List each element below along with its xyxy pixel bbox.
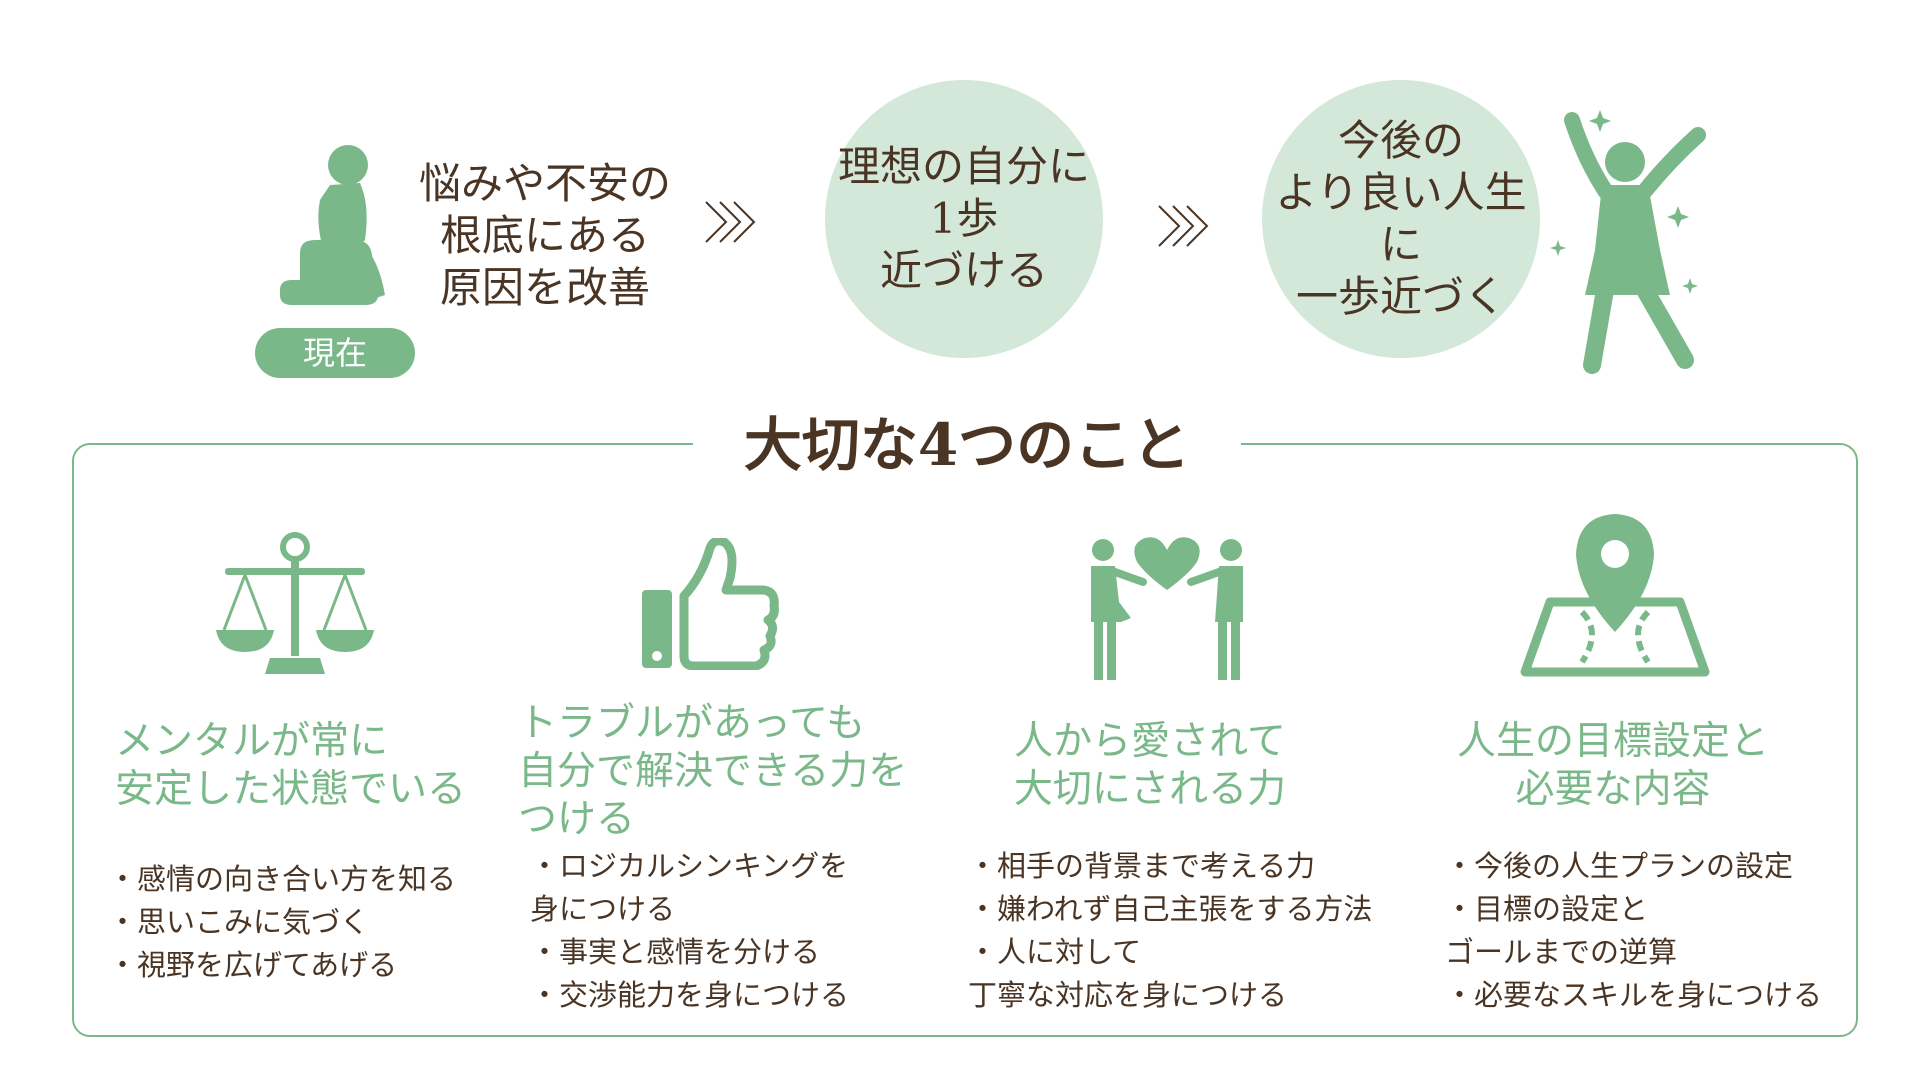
step2-circle: 理想の自分に 1歩 近づける <box>825 80 1103 358</box>
chevron-right-icon <box>1158 205 1209 247</box>
column3-list: ・相手の背景まで考える力 ・嫌われず自己主張をする方法 ・人に対して 丁寧な対応… <box>968 845 1373 1017</box>
thumbs-up-icon <box>642 538 779 670</box>
list-item: ・相手の背景まで考える力 <box>968 849 1316 883</box>
kneeling-person-icon <box>280 145 385 305</box>
column3-title: 人から愛されて 大切にされる力 <box>990 718 1310 814</box>
map-pin-icon <box>1520 514 1710 677</box>
list-item: ・感情の向き合い方を知る <box>108 862 457 896</box>
list-item: ・ロジカルシンキングを <box>530 849 849 883</box>
list-item: 丁寧な対応を身につける <box>968 978 1288 1012</box>
column-title-line: 人生の目標設定と <box>1456 719 1769 764</box>
step2-line: 近づける <box>879 246 1048 295</box>
column4-title: 人生の目標設定と 必要な内容 <box>1448 718 1778 814</box>
list-item: ・人に対して <box>968 935 1142 969</box>
list-item: ・思いこみに気づく <box>108 905 370 939</box>
current-badge: 現在 <box>255 328 415 378</box>
scale-icon <box>216 532 374 674</box>
column-title-line: 人から愛されて <box>1014 719 1286 764</box>
column2-title: トラブルがあっても 自分で解決できる力を つける <box>518 700 907 844</box>
column-title-line: トラブルがあっても <box>518 701 866 746</box>
step1-line: 悩みや不安の <box>418 159 671 208</box>
step3-line: 今後の <box>1337 116 1464 165</box>
chevron-right-icon <box>705 201 756 243</box>
step2-line: 1歩 <box>929 194 999 243</box>
list-item: ・交渉能力を身につける <box>530 978 850 1012</box>
list-item: ・嫌われず自己主張をする方法 <box>968 892 1373 926</box>
column-title-line: 必要な内容 <box>1515 767 1711 812</box>
list-item: ゴールまでの逆算 <box>1445 935 1678 969</box>
column1-title: メンタルが常に 安定した状態でいる <box>115 718 466 814</box>
column-title-line: 大切にされる力 <box>1013 767 1287 812</box>
column1-list: ・感情の向き合い方を知る ・思いこみに気づく ・視野を広げてあげる <box>108 858 456 987</box>
step1-text: 悩みや不安の 根底にある 原因を改善 <box>410 158 680 314</box>
column-title-line: つける <box>518 797 636 842</box>
list-item: ・事実と感情を分ける <box>530 935 821 969</box>
column2-list: ・ロジカルシンキングを 身につける ・事実と感情を分ける ・交渉能力を身につける <box>530 845 849 1017</box>
step3-line: 一歩近づく <box>1295 272 1506 321</box>
section-title: 大切な4つのこと <box>693 405 1241 485</box>
step3-line: より良い人生に <box>1275 168 1527 269</box>
step2-line: 理想の自分に <box>837 142 1090 191</box>
list-item: ・視野を広げてあげる <box>108 948 398 982</box>
list-item: ・今後の人生プランの設定 <box>1445 849 1794 883</box>
step1-line: 原因を改善 <box>439 263 650 312</box>
step3-circle: 今後の より良い人生に 一歩近づく <box>1262 80 1540 358</box>
column4-list: ・今後の人生プランの設定 ・目標の設定と ゴールまでの逆算 ・必要なスキルを身に… <box>1445 845 1822 1017</box>
step1-line: 根底にある <box>439 211 650 260</box>
column-title-line: 自分で解決できる力を <box>518 749 908 794</box>
celebrating-person-icon <box>1550 110 1706 374</box>
column-title-line: メンタルが常に <box>115 719 389 764</box>
list-item: ・必要なスキルを身につける <box>1445 978 1823 1012</box>
people-heart-icon <box>1091 537 1243 680</box>
list-item: 身につける <box>530 892 676 926</box>
list-item: ・目標の設定と <box>1445 892 1649 926</box>
column-title-line: 安定した状態でいる <box>115 767 467 812</box>
